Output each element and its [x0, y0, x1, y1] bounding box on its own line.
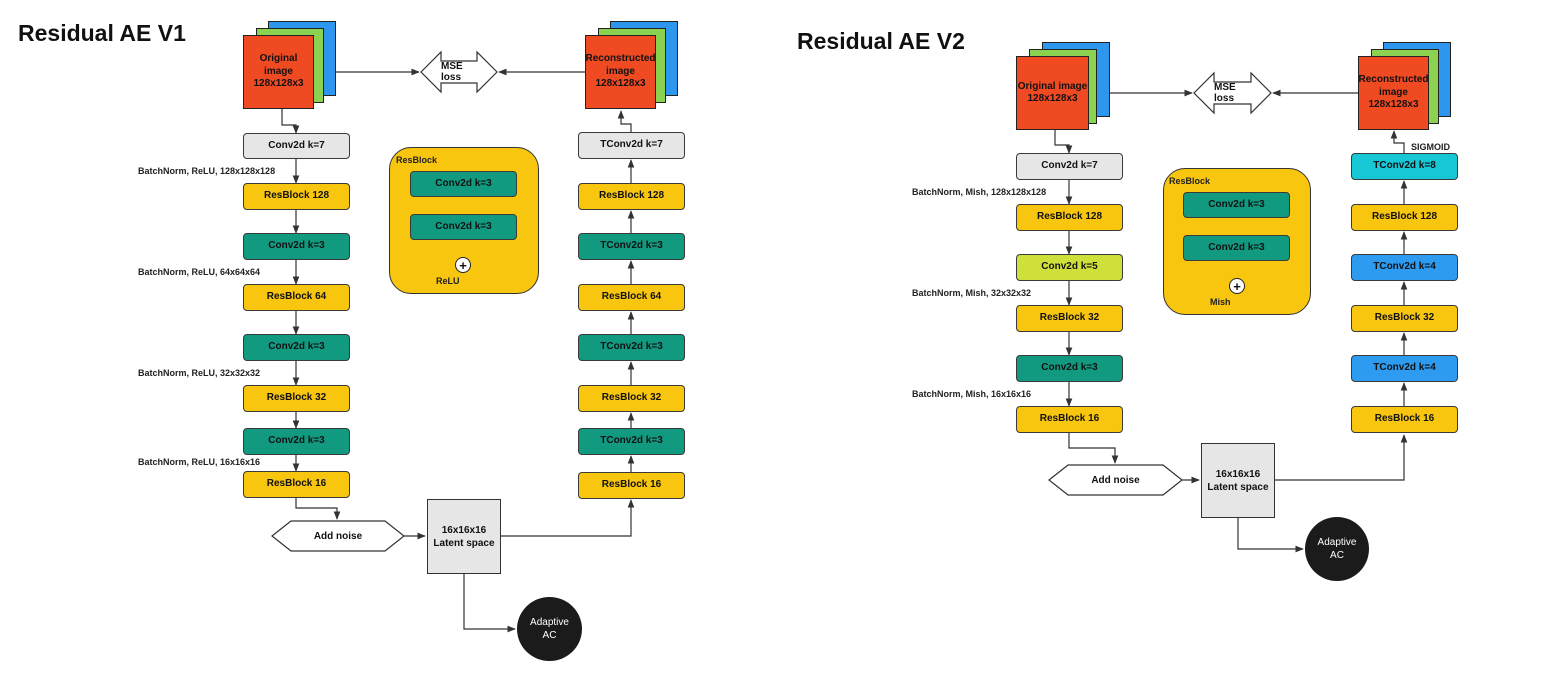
v1-annotation: BatchNorm, ReLU, 128x128x128	[138, 166, 276, 176]
v1-resblock-conv1: Conv2d k=3	[410, 171, 517, 197]
v1-title: Residual AE V1	[18, 20, 186, 46]
v1-encoder-layer: ResBlock 32	[243, 385, 350, 412]
v1-decoder-layer: TConv2d k=3	[578, 428, 685, 455]
v2-add-noise-label: Add noise	[1091, 474, 1140, 486]
v1-decoder-layer: ResBlock 64	[578, 284, 685, 311]
v1-decoder-layer: ResBlock 16	[578, 472, 685, 499]
v2-latent-line1: 16x16x16	[1215, 468, 1261, 480]
v1-annotation: BatchNorm, ReLU, 64x64x64	[138, 267, 261, 277]
v1-resblock-title: ResBlock	[396, 155, 438, 165]
v1-decoder-layer: TConv2d k=7	[578, 132, 685, 159]
v1-decoder-layer: TConv2d k=3	[578, 334, 685, 361]
v1-encoder-layer: Conv2d k=3	[243, 428, 350, 455]
v1-latent-line1: 16x16x16	[441, 524, 487, 536]
v2-encoder-layer: Conv2d k=3	[1016, 355, 1123, 382]
v2-encoder-layer: Conv2d k=7	[1016, 153, 1123, 180]
v2-annotation: BatchNorm, Mish, 16x16x16	[912, 389, 1032, 399]
v1-resblock-conv2: Conv2d k=3	[410, 214, 517, 240]
v2-decoder-layer: TConv2d k=4	[1351, 355, 1458, 382]
v1-decoder-layer: ResBlock 32	[578, 385, 685, 412]
v1-encoder-layer: ResBlock 128	[243, 183, 350, 210]
v2-resblock-conv2: Conv2d k=3	[1183, 235, 1290, 261]
v2-mse-loss-label: MSE loss	[1214, 82, 1236, 104]
v1-encoder-layer: Conv2d k=3	[243, 233, 350, 260]
v1-encoder-layer: ResBlock 16	[243, 471, 350, 498]
v1-latent-line2: Latent space	[433, 537, 495, 549]
v1-original-line2: 128x128x3	[253, 78, 304, 90]
v2-original-line1: Original image	[1017, 80, 1088, 92]
v2-resblock-activation: Mish	[1210, 297, 1231, 307]
v1-reconstructed-line1: Reconstructed	[585, 53, 656, 65]
v2-mse-loss-shape	[1193, 71, 1272, 115]
v2-encoder-layer: ResBlock 32	[1016, 305, 1123, 332]
v2-annotation: BatchNorm, Mish, 128x128x128	[912, 187, 1047, 197]
v1-original-line1: Original image	[259, 53, 298, 77]
v1-reconstructed-line3: 128x128x3	[595, 78, 646, 90]
v2-encoder-layer: ResBlock 128	[1016, 204, 1123, 231]
v1-encoder-layer: Conv2d k=7	[243, 133, 350, 159]
v2-resblock-sum: +	[1229, 278, 1245, 294]
v1-decoder-layer: TConv2d k=3	[578, 233, 685, 260]
v2-resblock-title: ResBlock	[1169, 176, 1211, 186]
v1-annotation: BatchNorm, ReLU, 32x32x32	[138, 368, 261, 378]
v2-encoder-layer: ResBlock 16	[1016, 406, 1123, 433]
v2-title: Residual AE V2	[797, 28, 965, 54]
v2-decoder-layer: ResBlock 128	[1351, 204, 1458, 231]
v2-adaptive-line1: Adaptive	[1317, 537, 1357, 548]
v2-annotation: BatchNorm, Mish, 32x32x32	[912, 288, 1032, 298]
v1-reconstructed-line2: image	[606, 65, 635, 77]
v1-resblock-sum: +	[455, 257, 471, 273]
v2-original-line2: 128x128x3	[1027, 93, 1078, 104]
v2-decoder-layer: ResBlock 16	[1351, 406, 1458, 433]
v2-decoder-layer: TConv2d k=4	[1351, 254, 1458, 281]
v1-decoder-layer: ResBlock 128	[578, 183, 685, 210]
v1-adaptive-line2: AC	[542, 630, 557, 641]
v2-resblock-conv1: Conv2d k=3	[1183, 192, 1290, 218]
v1-mse-loss-label: MSE loss	[441, 61, 463, 83]
v2-reconstructed-line1: Reconstructed	[1358, 74, 1429, 86]
v2-latent-line2: Latent space	[1207, 481, 1269, 493]
v2-decoder-layer: ResBlock 32	[1351, 305, 1458, 332]
v2-adaptive-line2: AC	[1330, 550, 1344, 561]
v2-reconstructed-line2: image	[1379, 86, 1408, 98]
v1-annotation: BatchNorm, ReLU, 16x16x16	[138, 457, 261, 467]
v2-reconstructed-line3: 128x128x3	[1368, 99, 1419, 111]
v1-adaptive-line1: Adaptive	[530, 617, 569, 628]
v1-encoder-layer: Conv2d k=3	[243, 334, 350, 361]
v2-encoder-layer: Conv2d k=5	[1016, 254, 1123, 281]
v1-add-noise-label: Add noise	[313, 530, 363, 542]
v1-resblock-activation: ReLU	[436, 276, 460, 286]
v2-sigmoid-label: SIGMOID	[1411, 142, 1451, 152]
v1-encoder-layer: ResBlock 64	[243, 284, 350, 311]
v1-mse-loss-shape	[420, 50, 498, 94]
v2-decoder-layer: TConv2d k=8	[1351, 153, 1458, 180]
